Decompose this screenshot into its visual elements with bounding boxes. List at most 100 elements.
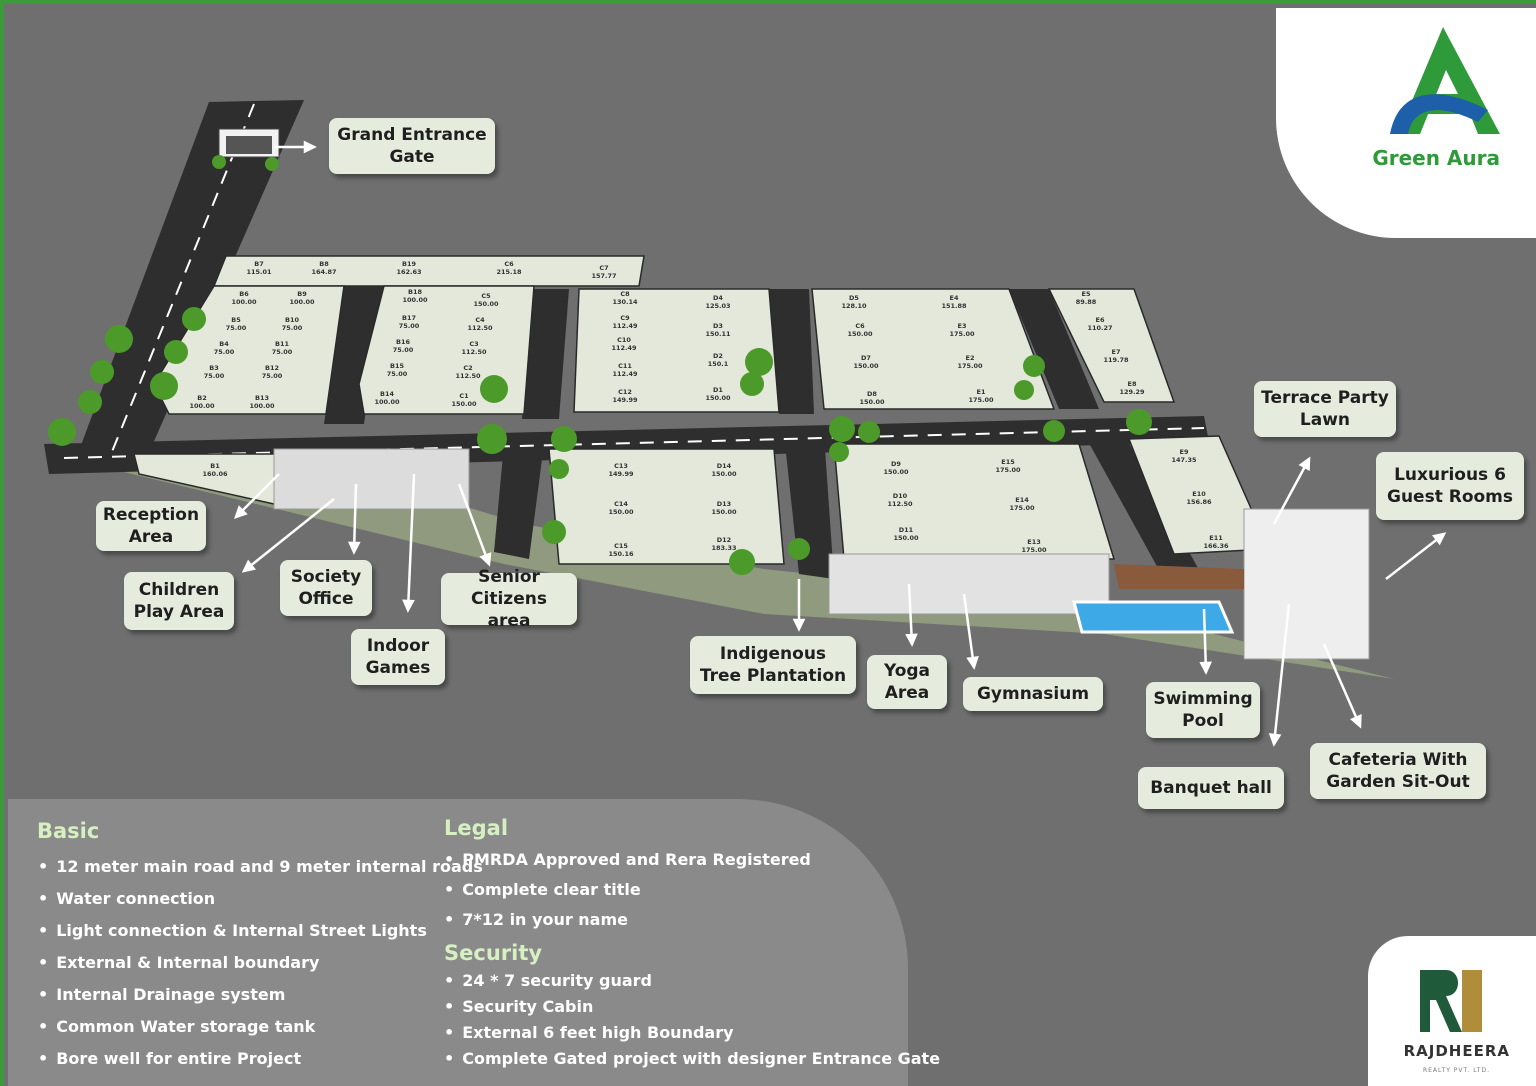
plot-code: B2 <box>197 394 206 402</box>
callout-society-office: Society Office <box>280 560 372 616</box>
plot-area: 150.00 <box>859 398 885 406</box>
plot-code: B14 <box>380 390 394 398</box>
plot-area: 150.00 <box>711 470 737 478</box>
plot-code: E5 <box>1082 290 1091 298</box>
arrow-head-icon <box>792 618 806 632</box>
arrow-head-icon <box>905 633 918 647</box>
plot-area: 100.00 <box>231 298 257 306</box>
plot-code: C1 <box>459 392 469 400</box>
arrow-line <box>1272 458 1311 525</box>
plot-area: 160.06 <box>202 470 228 478</box>
plot-code: E3 <box>958 322 967 330</box>
plot-area: 112.49 <box>611 344 637 352</box>
plot-area: 149.99 <box>612 396 638 404</box>
plot-area: 75.00 <box>204 372 225 380</box>
plot-area: 149.99 <box>608 470 634 478</box>
arrow-head-icon <box>1268 733 1282 747</box>
arrow-line <box>1385 533 1445 580</box>
arrow-head-icon <box>479 552 492 567</box>
plot-area: 112.49 <box>612 322 638 330</box>
plot-code: C15 <box>614 542 628 550</box>
plot-code: B13 <box>255 394 269 402</box>
plot-code: E14 <box>1015 496 1029 504</box>
plot-code: E13 <box>1027 538 1041 546</box>
plot-code: E7 <box>1112 348 1121 356</box>
plot-code: E15 <box>1001 458 1015 466</box>
plot-area: 112.50 <box>461 348 487 356</box>
basic-item: External & Internal boundary <box>38 953 319 972</box>
plot-area: 150.00 <box>608 508 634 516</box>
plot-area: 75.00 <box>214 348 235 356</box>
plot-code: C7 <box>599 264 608 272</box>
plot-code: D1 <box>713 386 723 394</box>
plot-area: 110.27 <box>1087 324 1112 332</box>
plot-area: 156.86 <box>1186 498 1212 506</box>
plot-area: 129.29 <box>1119 388 1145 396</box>
plot-code: C14 <box>614 500 628 508</box>
arrow-head-icon <box>241 559 256 573</box>
plot-code: C8 <box>620 290 630 298</box>
amenities-info-panel: Basic 12 meter main road and 9 meter int… <box>8 799 940 1086</box>
plot-area: 150.00 <box>893 534 919 542</box>
callout-terrace-party-lawn: Terrace Party Lawn <box>1254 381 1396 437</box>
plot-code: D12 <box>717 536 731 544</box>
plot-code: C2 <box>463 364 472 372</box>
plot-code: B18 <box>408 288 422 296</box>
plot-code: E1 <box>977 388 986 396</box>
rajdheera-logo-icon <box>1416 966 1486 1036</box>
plot-area: 75.00 <box>272 348 293 356</box>
arrow-line <box>352 483 358 553</box>
plot-code: B16 <box>396 338 410 346</box>
plot-code: B6 <box>239 290 249 298</box>
plot-code: D7 <box>861 354 871 362</box>
plot-area: 130.14 <box>612 298 638 306</box>
callout-indoor-games: Indoor Games <box>351 629 445 685</box>
legal-item: PMRDA Approved and Rera Registered <box>444 850 811 869</box>
callout-senior-citizens-area: Senior Citizens area <box>441 567 577 631</box>
plot-area: 150.16 <box>608 550 634 558</box>
arrow-head-icon <box>303 140 317 154</box>
plot-area: 215.18 <box>496 268 522 276</box>
plot-code: D5 <box>849 294 859 302</box>
arrow-line <box>1272 603 1291 745</box>
plot-area: 175.00 <box>949 330 975 338</box>
plot-area: 175.00 <box>957 362 983 370</box>
legal-title: Legal <box>444 816 509 840</box>
plot-area: 75.00 <box>262 372 283 380</box>
basic-item: Bore well for entire Project <box>38 1049 301 1068</box>
plot-area: 119.78 <box>1103 356 1129 364</box>
basic-title: Basic <box>37 819 100 843</box>
basic-item: Common Water storage tank <box>38 1017 315 1036</box>
brand-name: Green Aura <box>1372 146 1500 170</box>
arrow-head-icon <box>1350 714 1362 729</box>
plot-area: 164.87 <box>311 268 336 276</box>
plot-area: 150.00 <box>473 300 499 308</box>
plot-area: 89.88 <box>1076 298 1097 306</box>
plot-code: D3 <box>713 322 723 330</box>
plot-area: 175.00 <box>1021 546 1047 554</box>
plot-code: C10 <box>617 336 631 344</box>
plot-code: B17 <box>402 314 416 322</box>
plot-code: B1 <box>210 462 220 470</box>
brand-logo-area: Green Aura <box>1276 8 1536 238</box>
plot-area: 150.1 <box>708 360 729 368</box>
arrow-head-icon <box>402 599 415 613</box>
plot-code: C9 <box>620 314 630 322</box>
plot-area: 75.00 <box>393 346 414 354</box>
arrow-head-icon <box>233 505 248 520</box>
plot-area: 166.36 <box>1203 542 1229 550</box>
plot-area: 147.35 <box>1171 456 1197 464</box>
plot-area: 75.00 <box>282 324 303 332</box>
plot-code: E6 <box>1096 316 1105 324</box>
plot-code: E4 <box>950 294 959 302</box>
plot-area: 100.00 <box>249 402 275 410</box>
callout-grand-entrance-gate: Grand Entrance Gate <box>329 118 495 174</box>
plot-code: C5 <box>481 292 491 300</box>
security-title: Security <box>444 941 543 965</box>
plot-code: D9 <box>891 460 901 468</box>
plot-code: E9 <box>1180 448 1189 456</box>
plot-code: B5 <box>231 316 241 324</box>
plot-area: 100.00 <box>289 298 315 306</box>
